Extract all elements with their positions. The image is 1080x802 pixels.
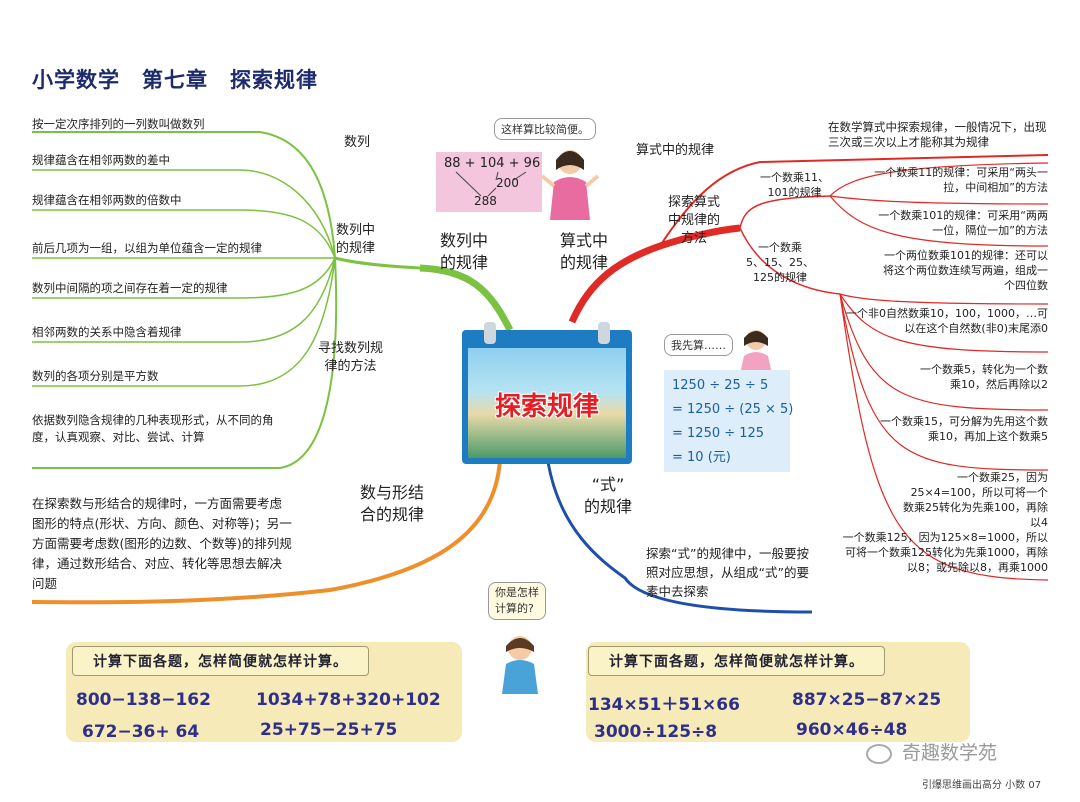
page-title: 小学数学 第七章 探索规律 bbox=[32, 68, 318, 92]
exercise-item: 3000÷125÷8 bbox=[594, 722, 718, 742]
rule-item: 前后几项为一组，以组为单位蕴含一定的规律 bbox=[32, 241, 262, 255]
exercise-item: 134×51＋51×66 bbox=[588, 695, 740, 715]
exercise-item: 25+75−25+75 bbox=[260, 720, 398, 740]
equation-line: = 1250 ÷ 125 bbox=[672, 426, 765, 441]
shape-number-text: 在探索数与形结合的规律时，一方面需要考虑图形的特点(形状、方向、颜色、对称等)；… bbox=[32, 496, 292, 591]
sequence-main-branch: 数列中 的规律 bbox=[440, 231, 489, 272]
equation-card: 1250 ÷ 25 ÷ 5 = 1250 ÷ (25 × 5) = 1250 ÷… bbox=[664, 370, 794, 472]
exercise-instruction: 计算下面各题，怎样简便就怎样计算。 bbox=[588, 646, 885, 676]
methods-text: 依据数列隐含规律的几种表现形式，从不同的角度，认真观察、对比、尝试、计算 bbox=[32, 413, 274, 444]
formula-main-branch: 算式中 的规律 bbox=[560, 231, 609, 272]
exercise-item: 960×46÷48 bbox=[796, 720, 908, 740]
equation-line: 1250 ÷ 25 ÷ 5 bbox=[672, 378, 769, 393]
pattern-main-branch: “式” 的规律 bbox=[584, 475, 633, 516]
exercise-instruction: 计算下面各题，怎样简便就怎样计算。 bbox=[72, 646, 369, 676]
exercise-card-left: 计算下面各题，怎样简便就怎样计算。 800−138−162 1034+78+32… bbox=[66, 642, 462, 742]
exercise-item: 887×25−87×25 bbox=[792, 690, 942, 710]
rules-branch-label: 数列中 的规律 bbox=[336, 223, 376, 256]
sequence-definition: 按一定次序排列的一列数叫做数列 bbox=[32, 117, 205, 131]
girl-icon bbox=[740, 330, 772, 374]
mul10-rule: 一个非0自然数乘10，100，1000，…可以在这个自然数(非0)末尾添0 bbox=[846, 307, 1048, 335]
pattern-text: 探索“式”的规律中，一般要按照对应思想，从组成“式”的要素中去探索 bbox=[646, 546, 809, 599]
sequence-branch-label: 数列 bbox=[344, 135, 371, 150]
formula-branch-label: 算式中的规律 bbox=[636, 143, 715, 158]
sum-expression: 88 + 104 + 96 bbox=[444, 156, 541, 171]
equation-line: = 1250 ÷ (25 × 5) bbox=[672, 402, 794, 417]
rule-item: 规律蕴含在相邻两数的差中 bbox=[32, 153, 170, 167]
equation-line: = 10 (元) bbox=[672, 450, 731, 465]
calendar-ring-icon bbox=[598, 322, 610, 344]
mul5-rule: 一个数乘5，转化为一个数乘10，然后再除以2 bbox=[920, 363, 1048, 391]
exercise-item: 672−36+ 64 bbox=[82, 722, 200, 742]
rule-item: 数列中间隔的项之间存在着一定的规律 bbox=[32, 281, 228, 295]
shape-number-branch: 数与形结 合的规律 bbox=[360, 483, 425, 524]
mul101-two-digit-rule: 一个两位数乘101的规律：还可以将这个两位数连续写两遍，组成一个四位数 bbox=[883, 249, 1048, 292]
sum-200: 200 bbox=[496, 176, 519, 190]
sum-connector-icon bbox=[455, 171, 527, 197]
calendar-label: 探索规律 bbox=[494, 392, 599, 422]
exercise-item: 1034+78+320+102 bbox=[256, 690, 441, 710]
speech-bubble-mid: 我先算…… bbox=[664, 334, 733, 356]
exercise-card-right: 计算下面各题，怎样简便就怎样计算。 134×51＋51×66 887×25−87… bbox=[586, 642, 970, 742]
child-icon bbox=[502, 636, 538, 694]
speech-bubble-bottom: 你是怎样 计算的? bbox=[488, 582, 546, 620]
mul25-rule: 一个数乘25，因为25×4=100，所以可将一个数乘25转化为先乘100，再除以… bbox=[903, 471, 1048, 529]
watermark: 奇趣数学苑 bbox=[866, 738, 997, 765]
sum-288: 288 bbox=[474, 194, 497, 208]
mul5-branch-label: 一个数乘 5、15、25、 125的规律 bbox=[746, 241, 814, 284]
calendar-card: 探索规律 bbox=[462, 330, 632, 464]
mul101-rule: 一个数乘101的规律：可采用“两两一位，隔位一加”的方法 bbox=[878, 209, 1048, 237]
mul11-branch-label: 一个数乘11、 101的规律 bbox=[760, 171, 829, 199]
teacher-icon bbox=[540, 150, 600, 220]
mul11-rule: 一个数乘11的规律：可采用“两头一拉，中间相加”的方法 bbox=[874, 166, 1048, 194]
page-note: 引爆思维画出高分 小数 07 bbox=[922, 780, 1042, 791]
speech-bubble-top: 这样算比较简便。 bbox=[494, 118, 596, 140]
rule-item: 数列的各项分别是平方数 bbox=[32, 369, 159, 383]
exercise-item: 800−138−162 bbox=[76, 690, 211, 710]
formula-text: 在数学算式中探索规律，一般情况下，出现三次或三次以上才能称其为规律 bbox=[828, 120, 1047, 149]
methods-branch-label: 寻找数列规 律的方法 bbox=[318, 341, 384, 374]
wechat-icon bbox=[866, 743, 892, 764]
calendar-picture bbox=[468, 348, 626, 458]
method-branch-label: 探索算式 中规律的 方法 bbox=[668, 195, 721, 246]
mul15-rule: 一个数乘15，可分解为先用这个数乘10，再加上这个数乘5 bbox=[880, 415, 1048, 443]
rule-item: 相邻两数的关系中隐含着规律 bbox=[32, 325, 182, 339]
mul125-rule: 一个数乘125，因为125×8=1000，所以可将一个数乘125转化为先乘100… bbox=[842, 531, 1048, 574]
calendar-ring-icon bbox=[484, 322, 496, 344]
rule-item: 规律蕴含在相邻两数的倍数中 bbox=[32, 193, 182, 207]
sum-card: 88 + 104 + 96 200 288 bbox=[436, 152, 542, 212]
watermark-text: 奇趣数学苑 bbox=[902, 742, 998, 764]
